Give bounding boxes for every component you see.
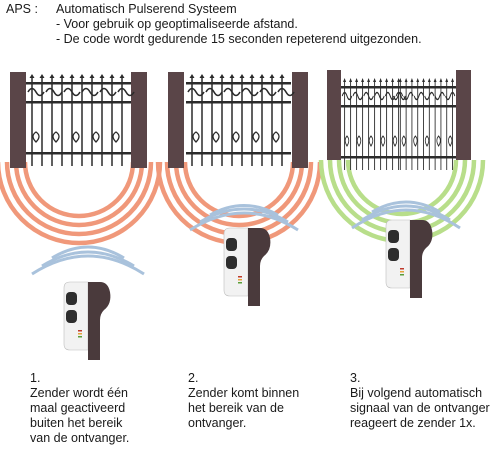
gate-icon: [168, 72, 308, 168]
step-text: Zender wordt één maal geactiveerd buiten…: [30, 386, 130, 445]
header-bullet-1: - Voor gebruik op geoptimaliseerde afsta…: [56, 17, 298, 31]
remote-control-icon: [223, 227, 271, 307]
gate-icon: [327, 70, 471, 171]
gate-icon: [10, 72, 147, 168]
signal-wave-icon: [0, 161, 163, 246]
step-3: 3. Bij volgend automatisch signaal van d…: [350, 371, 490, 431]
step-2: 2. Zender komt binnen het bereik van de …: [188, 371, 299, 431]
header-bullet-2: - De code wordt gedurende 15 seconden re…: [56, 32, 422, 46]
header: APS : Automatisch Pulserend Systeem - Vo…: [6, 2, 496, 47]
step-1: 1. Zender wordt één maal geactiveerd bui…: [30, 371, 129, 446]
signal-wave-icon: [351, 200, 461, 230]
aps-abbreviation: APS :: [6, 2, 38, 16]
step-number: 2.: [188, 371, 199, 385]
remote-control-icon: [63, 281, 111, 361]
step-text: Zender komt binnen het bereik van de ont…: [188, 386, 300, 430]
header-title-row: APS : Automatisch Pulserend Systeem: [6, 2, 496, 17]
signal-wave-icon: [31, 245, 145, 276]
remote-control-icon: [385, 219, 433, 299]
header-title: Automatisch Pulserend Systeem: [56, 2, 237, 16]
step-text: Bij volgend automatisch signaal van de o…: [350, 386, 490, 430]
step-number: 1.: [30, 371, 41, 385]
signal-wave-icon: [189, 204, 299, 232]
step-number: 3.: [350, 371, 361, 385]
